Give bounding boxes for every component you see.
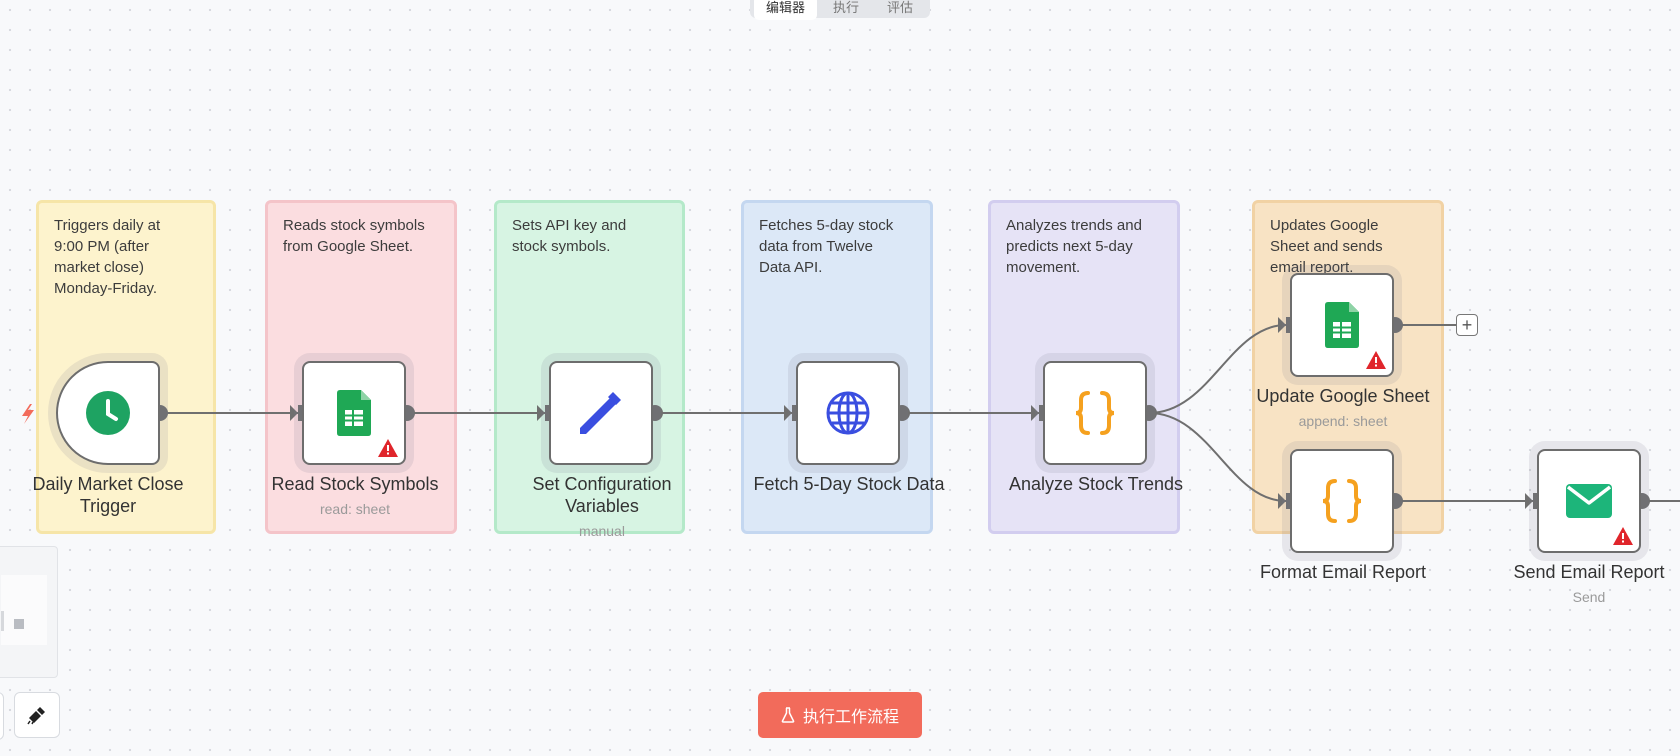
- input-handle: [784, 405, 792, 421]
- input-handle: [1533, 493, 1539, 509]
- node-daily-market-close-trigger[interactable]: [56, 361, 160, 465]
- input-handle: [537, 405, 545, 421]
- sticky-note-text: Fetches 5-day stock data from Twelve Dat…: [759, 217, 894, 276]
- node-label: Daily Market Close Trigger: [32, 474, 184, 516]
- node-label: Read Stock Symbols: [271, 474, 439, 494]
- broom-icon: [27, 707, 45, 725]
- minimap[interactable]: [0, 546, 58, 678]
- node-update-google-sheet[interactable]: [1290, 273, 1394, 377]
- minimap-node: [14, 619, 24, 629]
- node-label: Send Email Report: [1513, 562, 1665, 582]
- node-format-email-report[interactable]: [1290, 449, 1394, 553]
- input-handle: [1286, 317, 1292, 333]
- warning-icon: [378, 439, 398, 457]
- execute-workflow-label: 执行工作流程: [802, 707, 899, 726]
- node-subtitle: manual: [579, 523, 625, 539]
- node-label: Update Google Sheet: [1256, 386, 1430, 406]
- node-subtitle: append: sheet: [1298, 413, 1388, 429]
- input-handle: [298, 405, 304, 421]
- clock-icon: [86, 391, 130, 435]
- input-handle: [1278, 493, 1286, 509]
- connection-edge: [1148, 412, 1287, 502]
- node-read-stock-symbols[interactable]: [302, 361, 406, 465]
- google-sheets-icon: [337, 390, 371, 436]
- tab-editor[interactable]: 编辑器: [754, 0, 818, 20]
- globe-icon: [826, 391, 870, 435]
- sticky-note-fetch[interactable]: Fetches 5-day stock data from Twelve Dat…: [741, 200, 933, 534]
- minimap-viewport: [1, 575, 47, 645]
- code-braces-icon: [1322, 479, 1362, 523]
- plus-icon: +: [1461, 315, 1473, 335]
- node-subtitle: Send: [1572, 589, 1606, 605]
- email-icon: [1566, 484, 1612, 518]
- add-node-button[interactable]: +: [1456, 314, 1478, 336]
- node-label: Fetch 5-Day Stock Data: [753, 474, 945, 494]
- sticky-note-text: Updates Google Sheet and sends email rep…: [1270, 217, 1383, 276]
- pencil-icon: [580, 392, 621, 434]
- input-handle: [792, 405, 798, 421]
- warning-icon: [1366, 351, 1386, 369]
- node-analyze-stock-trends[interactable]: [1043, 361, 1147, 465]
- sticky-note-text: Analyzes trends and predicts next 5-day …: [1006, 217, 1142, 276]
- node-fetch-5-day-stock-data[interactable]: [796, 361, 900, 465]
- node-label: Set Configuration Variables: [532, 474, 672, 516]
- node-label: Format Email Report: [1259, 562, 1427, 582]
- input-handle: [1031, 405, 1039, 421]
- connection-edge: [1148, 324, 1287, 414]
- minimap-node: [1, 611, 4, 631]
- node-label: Analyze Stock Trends: [1008, 474, 1184, 494]
- sticky-note-text: Reads stock symbols from Google Sheet.: [283, 217, 425, 255]
- input-handle: [290, 405, 298, 421]
- input-handle: [1039, 405, 1045, 421]
- node-subtitle: read: sheet: [319, 501, 391, 517]
- flask-icon: [781, 707, 795, 723]
- input-handle: [1278, 317, 1286, 333]
- node-send-email-report[interactable]: [1537, 449, 1641, 553]
- input-handle: [1525, 493, 1533, 509]
- tidy-up-button[interactable]: [14, 692, 60, 738]
- code-braces-icon: [1075, 391, 1115, 435]
- mode-tabs: 编辑器 执行 评估: [750, 0, 930, 20]
- input-handle: [545, 405, 551, 421]
- lightning-icon: [22, 404, 34, 424]
- execute-workflow-button[interactable]: 执行工作流程: [758, 692, 922, 738]
- tab-executions[interactable]: 执行: [833, 0, 860, 15]
- warning-icon: [1613, 527, 1633, 545]
- sticky-note-text: Triggers daily at 9:00 PM (after market …: [54, 217, 161, 297]
- canvas-tool-button-partial[interactable]: [0, 692, 4, 740]
- google-sheets-icon: [1325, 302, 1359, 348]
- node-set-configuration-variables[interactable]: [549, 361, 653, 465]
- tab-evaluation[interactable]: 评估: [887, 0, 914, 15]
- sticky-note-text: Sets API key and stock symbols.: [512, 217, 627, 255]
- input-handle: [1286, 493, 1292, 509]
